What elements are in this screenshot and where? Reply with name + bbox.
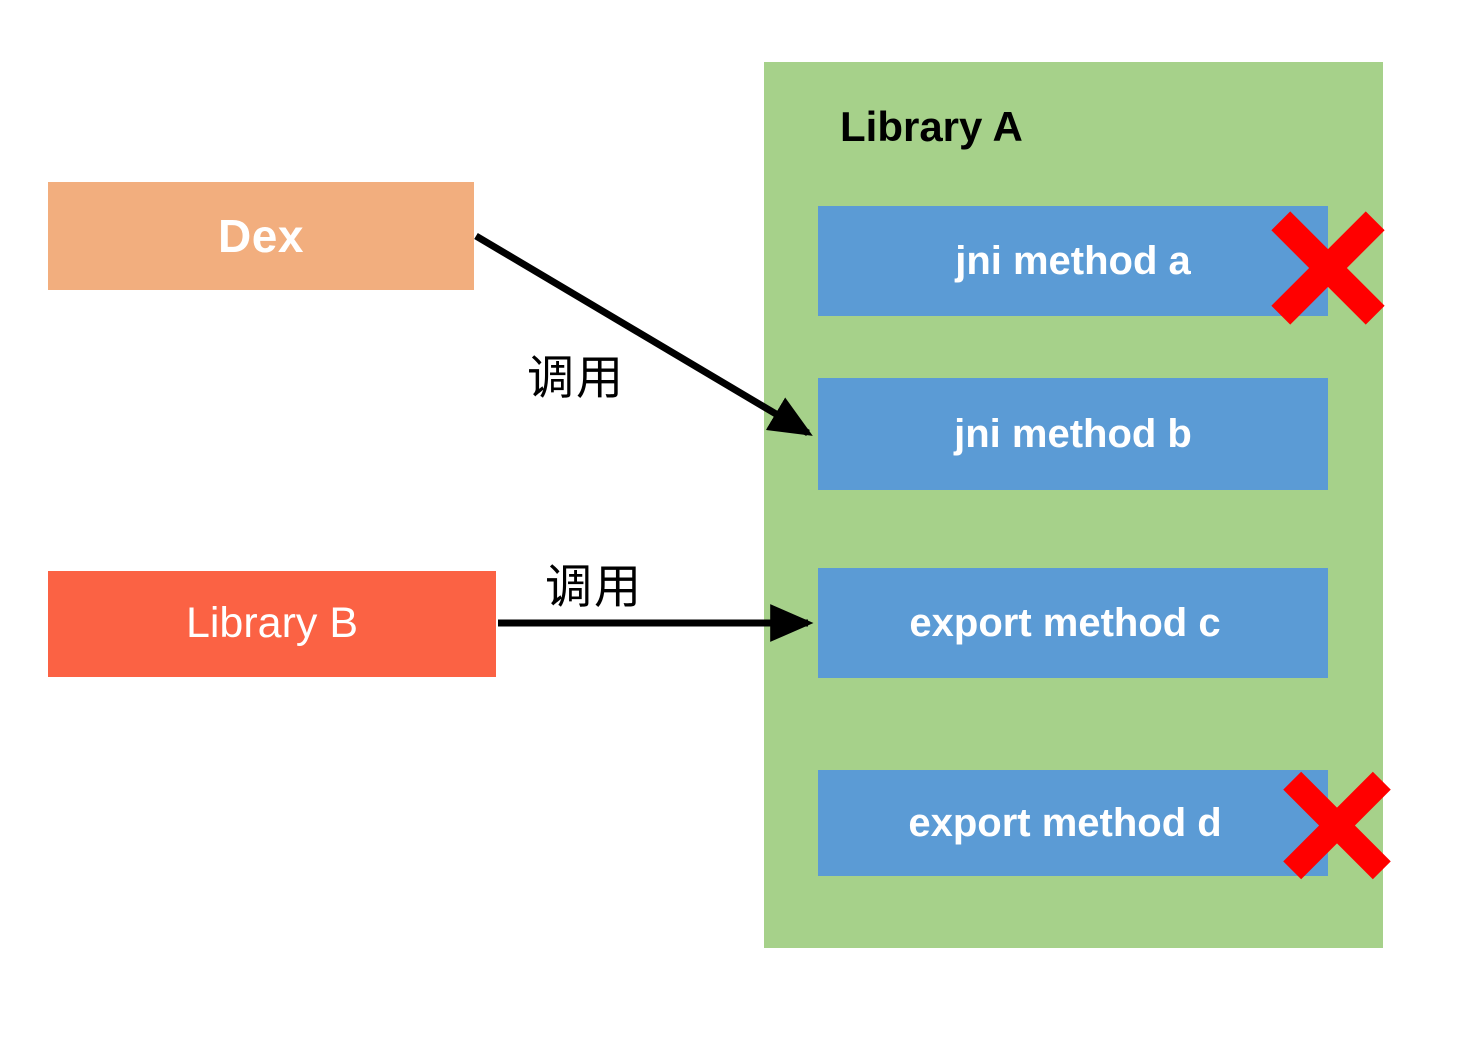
- method-box-jni-method-a[interactable]: jni method a: [818, 206, 1328, 316]
- method-box-export-method-c[interactable]: export method c: [818, 568, 1328, 678]
- method-label-jni-method-a: jni method a: [955, 239, 1191, 283]
- edge-label-library-b-call: 调用: [545, 560, 643, 615]
- method-box-jni-method-b[interactable]: jni method b: [818, 378, 1328, 490]
- edge-label-dex-call: 调用: [527, 351, 625, 406]
- source-node-library-b-label: Library B: [185, 599, 359, 648]
- source-node-library-b[interactable]: Library B: [48, 571, 496, 677]
- method-label-export-method-d: export method d: [908, 801, 1222, 845]
- library-a-title: Library A: [840, 103, 1023, 150]
- source-node-dex[interactable]: Dex: [48, 182, 474, 290]
- method-box-export-method-d[interactable]: export method d: [818, 770, 1328, 876]
- arrow-dex-to-jni-method-b: [474, 232, 813, 437]
- method-label-export-method-c: export method c: [909, 601, 1221, 645]
- method-label-jni-method-b: jni method b: [954, 412, 1192, 456]
- source-node-dex-label: Dex: [218, 209, 304, 262]
